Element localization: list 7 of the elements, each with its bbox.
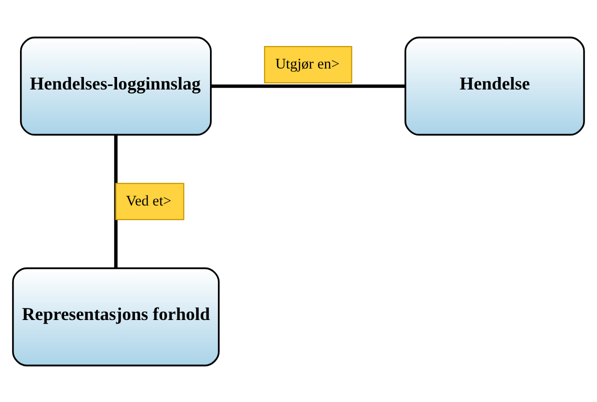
node-box: Hendelses-logginnslag xyxy=(20,36,212,136)
connector xyxy=(210,84,406,88)
node-box: Representasjons forhold xyxy=(12,266,220,366)
edge-label: Ved et> xyxy=(126,192,172,209)
node-box: Hendelse xyxy=(404,36,585,136)
connector xyxy=(114,134,118,268)
edge-label: Utgjør en> xyxy=(275,56,340,72)
